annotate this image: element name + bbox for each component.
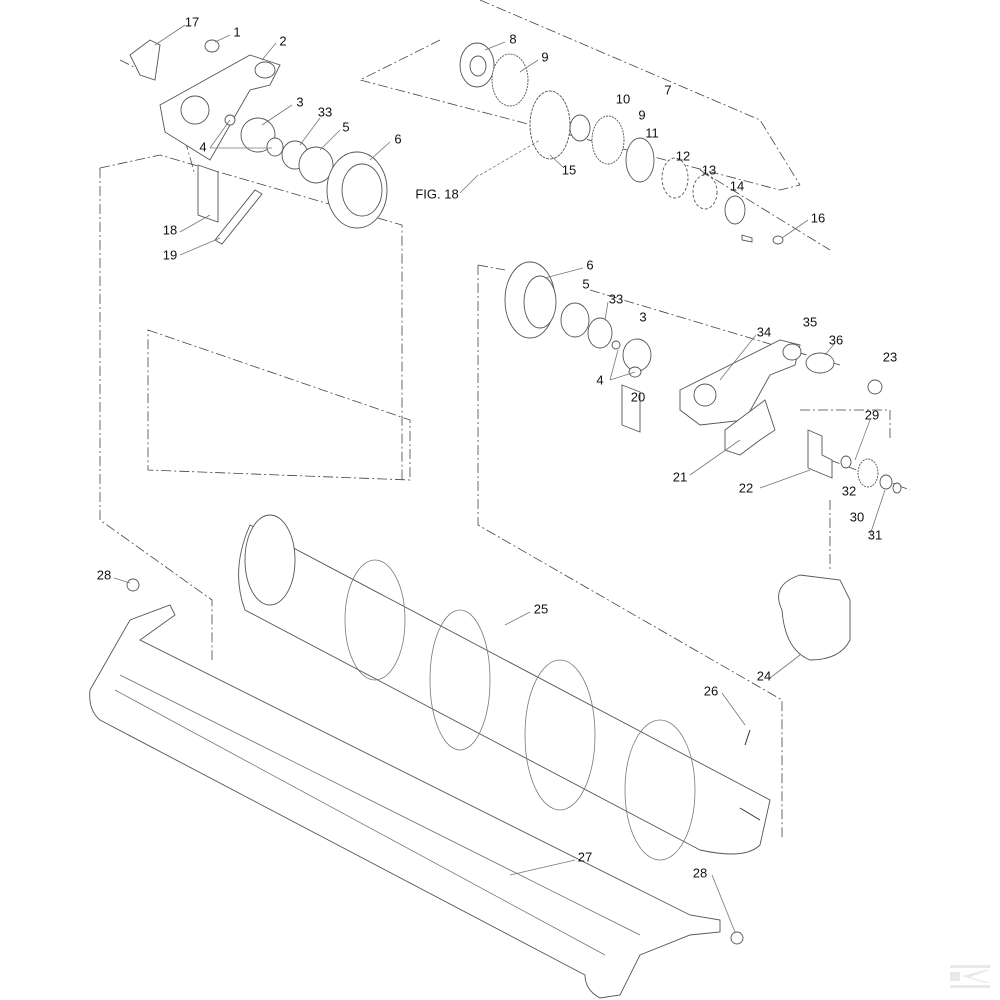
part-callout-19: 19: [162, 247, 178, 263]
part-callout-14: 14: [729, 178, 745, 194]
k-logo-watermark: [950, 965, 990, 988]
part-callout-8: 8: [509, 31, 517, 47]
part-callout-16: 16: [810, 210, 826, 226]
part-callout-5: 5: [582, 276, 590, 292]
part-callout-23: 23: [882, 349, 898, 365]
part-callout-28: 28: [692, 865, 708, 881]
part-callout-20: 20: [630, 389, 646, 405]
part-callout-6: 6: [394, 131, 402, 147]
part-callout-36: 36: [828, 332, 844, 348]
part-callout-9: 9: [541, 49, 549, 65]
part-callout-31: 31: [867, 527, 883, 543]
part-callout-33: 33: [608, 291, 624, 307]
part-callout-26: 26: [703, 683, 719, 699]
part-callout-1: 1: [233, 24, 241, 40]
part-callout-35: 35: [802, 314, 818, 330]
part-callout-15: 15: [561, 162, 577, 178]
part-callout-4: 4: [199, 139, 207, 155]
part-callout-34: 34: [756, 324, 772, 340]
part-callout-24: 24: [756, 668, 772, 684]
part-callout-21: 21: [672, 469, 688, 485]
part-callout-4: 4: [596, 372, 604, 388]
part-callout-2: 2: [279, 33, 287, 49]
figure-reference-label: FIG. 18: [415, 186, 459, 202]
part-callout-17: 17: [184, 14, 200, 30]
part-callout-33: 33: [317, 104, 333, 120]
part-callout-27: 27: [577, 849, 593, 865]
part-callout-3: 3: [639, 309, 647, 325]
part-callout-10: 10: [615, 91, 631, 107]
part-callout-7: 7: [664, 82, 672, 98]
part-callout-30: 30: [849, 509, 865, 525]
part-callout-28: 28: [96, 567, 112, 583]
part-callout-22: 22: [738, 480, 754, 496]
part-callout-29: 29: [864, 407, 880, 423]
part-callout-13: 13: [701, 162, 717, 178]
part-callout-3: 3: [296, 94, 304, 110]
part-callout-6: 6: [586, 257, 594, 273]
part-callout-11: 11: [645, 125, 659, 141]
part-callout-32: 32: [841, 483, 857, 499]
part-callout-12: 12: [675, 148, 691, 164]
part-callout-18: 18: [162, 222, 178, 238]
part-callout-5: 5: [342, 119, 350, 135]
part-callout-9: 9: [638, 107, 646, 123]
part-callout-25: 25: [533, 601, 549, 617]
